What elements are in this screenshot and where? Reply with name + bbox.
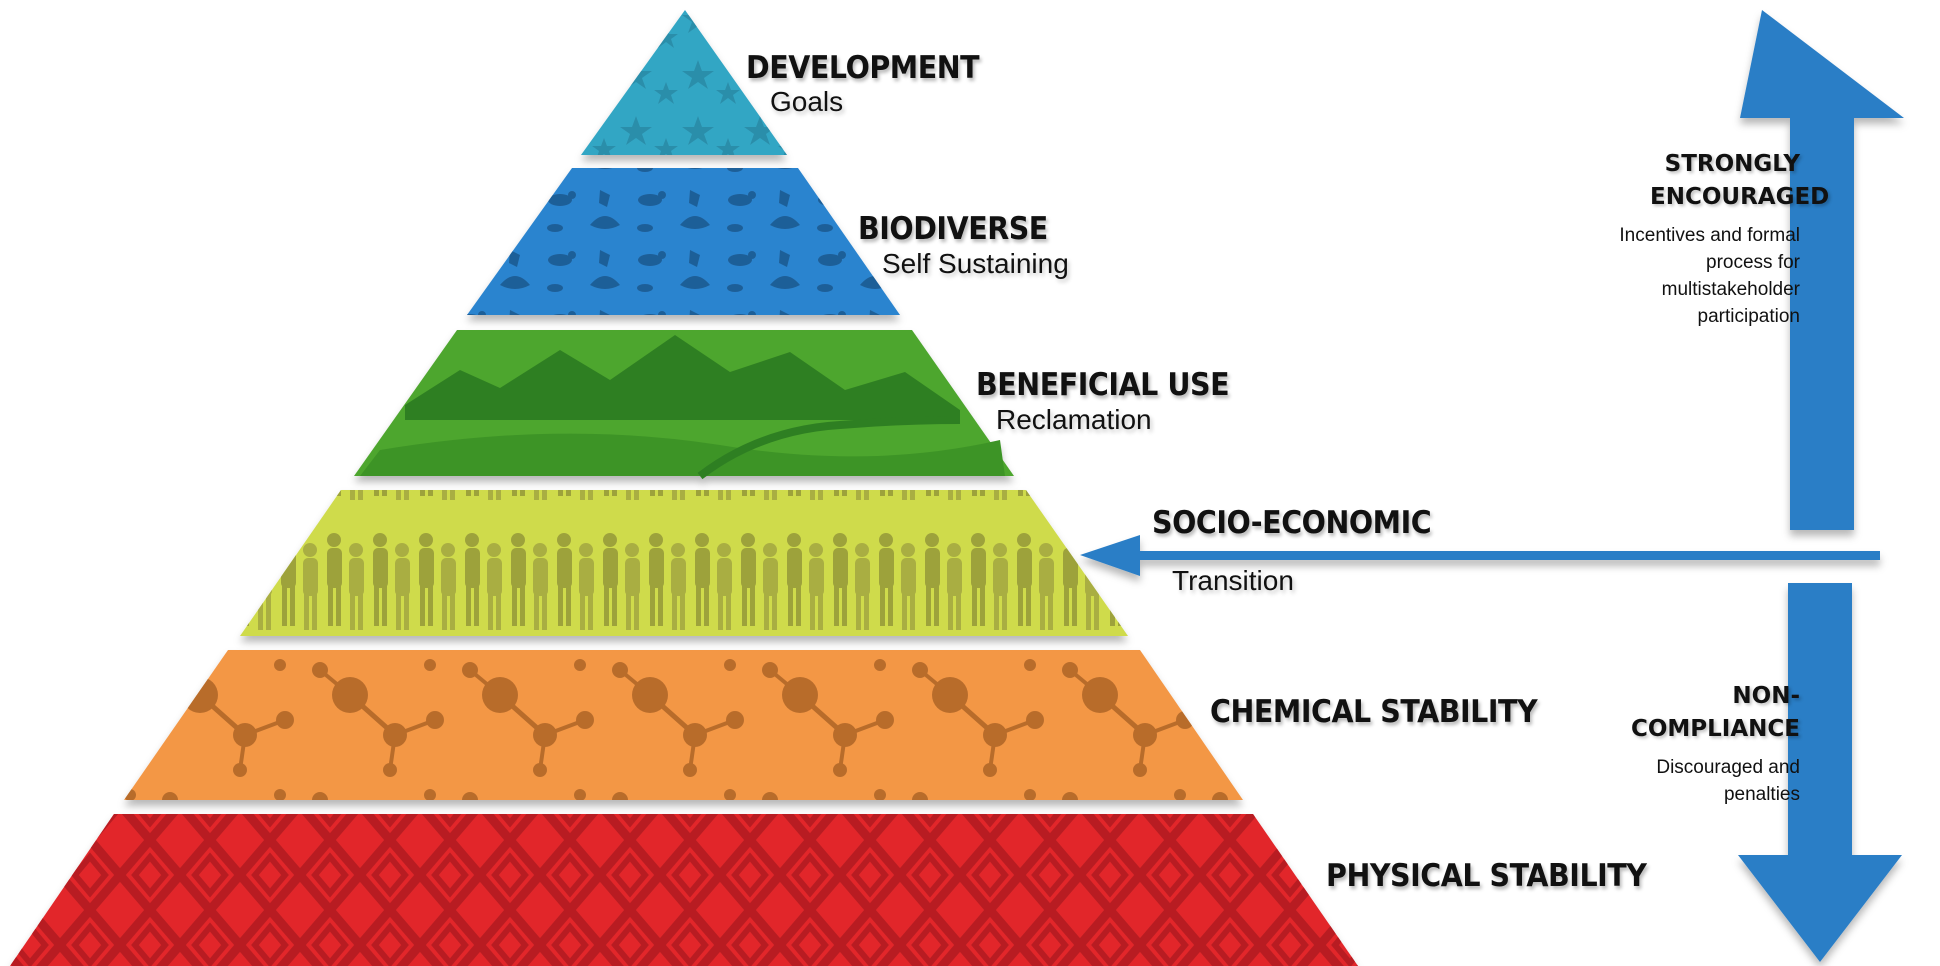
level-subtitle-biodiverse: Self Sustaining [882,248,1069,279]
level-title-socio-economic: SOCIO-ECONOMIC [1152,505,1432,541]
level-subtitle-socio-economic: Transition [1172,565,1294,596]
pyramid-level-physical-stability [10,814,1358,966]
arrow-down-icon [1738,583,1902,962]
level-subtitle-beneficial-use: Reclamation [996,404,1152,435]
pyramid-level-socio-economic [240,490,1128,636]
level-title-beneficial-use: BENEFICIAL USE [976,367,1230,403]
level-title-chemical-stability: CHEMICAL STABILITY [1210,694,1538,730]
pyramid-level-development [581,10,787,155]
non-compliance-title: NON-COMPLIANCE [1630,683,1800,742]
non-compliance-block: NON-COMPLIANCE Discouraged and penalties [1480,680,1800,810]
arrow-left-icon [1080,535,1880,576]
pyramid-level-biodiverse [467,168,900,315]
level-title-biodiverse: BIODIVERSE [858,211,1048,247]
strongly-encouraged-text: Incentives and formal process for multis… [1619,225,1800,327]
non-compliance-text: Discouraged and penalties [1656,757,1800,805]
level-subtitle-development: Goals [770,86,844,117]
level-title-development: DEVELOPMENT [746,50,980,86]
arrow-up-icon [1740,10,1904,530]
pyramid-level-beneficial-use [354,330,1014,480]
pyramid-level-chemical-stability [124,650,1243,800]
level-title-physical-stability: PHYSICAL STABILITY [1326,858,1647,894]
